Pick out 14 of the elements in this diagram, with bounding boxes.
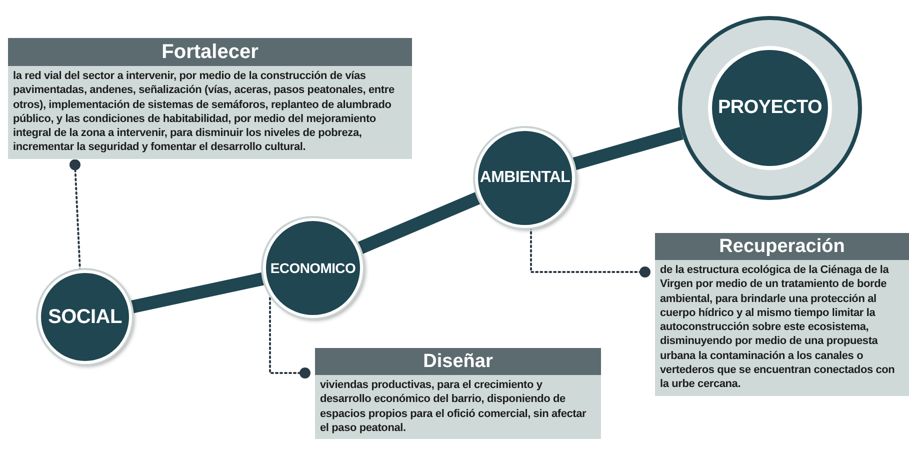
category-label: SOCIAL <box>48 306 122 328</box>
card-heading: Diseñar <box>315 348 601 375</box>
category-label: PROYECTO <box>718 97 822 119</box>
description-text: de la estructura ecológica de la Ciénaga de la Virgen por medio de un tratamiento de borde ambiental, para brindarle una protección al cuerpo hídrico y al mismo tiempo limitar la autoconstrucción sobre este ecosistema, disminuyendo por medio de una propuesta urbana la contaminación a los canales o vertederos que se encuentran conectados con la urbe cercana. <box>655 260 909 396</box>
description-text: viviendas productivas, para el crecimiento y desarrollo económico del barrio, disponiendo de espacios propios para el ofició comercial, sin afectar el paso peatonal. <box>315 375 601 440</box>
card-heading: Fortalecer <box>8 38 412 66</box>
connector-line <box>356 192 482 254</box>
connector-line <box>130 272 266 314</box>
leader-line <box>530 226 650 278</box>
description-text: la red vial del sector a intervenir, por medio de la construcción de vías pavimentadas, andenes, señalización (vías, aceras, pasos peatonales, entre otros), implementación de sistemas de semáforos, replanteo de alumbrado público, y las condiciones de habitabilidad, por medio del mejoramiento integral de la zona a intervenir, para disminuir los niveles de pobreza, incrementar la seguridad y fomentar el desarrollo cultural. <box>8 66 412 159</box>
card-heading: Recuperación <box>655 233 909 260</box>
category-label: AMBIENTAL <box>480 169 570 187</box>
connector-line <box>571 127 684 171</box>
category-label: ECONOMICO <box>270 260 356 276</box>
